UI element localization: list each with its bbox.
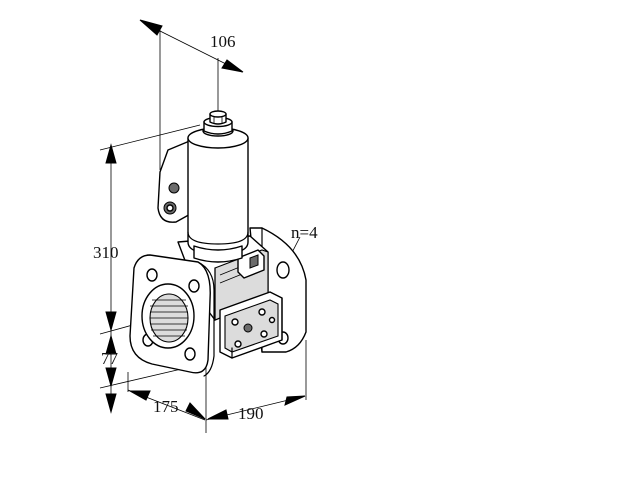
solenoid-coil: [187, 137, 249, 255]
front-flange-bolt-hole-2: [188, 279, 200, 293]
dimension-depth: 175: [153, 397, 179, 416]
dimension-height-lower: 77: [101, 349, 119, 368]
valve-body: [129, 227, 307, 377]
solenoid: [157, 110, 249, 263]
front-flange-bolt-hole-1: [146, 268, 158, 282]
port-mesh: [150, 299, 188, 337]
adjustment-screw: [243, 323, 253, 333]
dimension-height-total: 310: [93, 243, 119, 262]
rear-flange-bolt-hole: [276, 261, 290, 279]
junction-box: [157, 139, 195, 223]
bolt-count-label: n=4: [291, 223, 318, 242]
dimension-length: 190: [238, 404, 264, 423]
front-flange-bolt-hole-4: [184, 347, 196, 361]
dimension-top-width: 106: [210, 32, 236, 51]
